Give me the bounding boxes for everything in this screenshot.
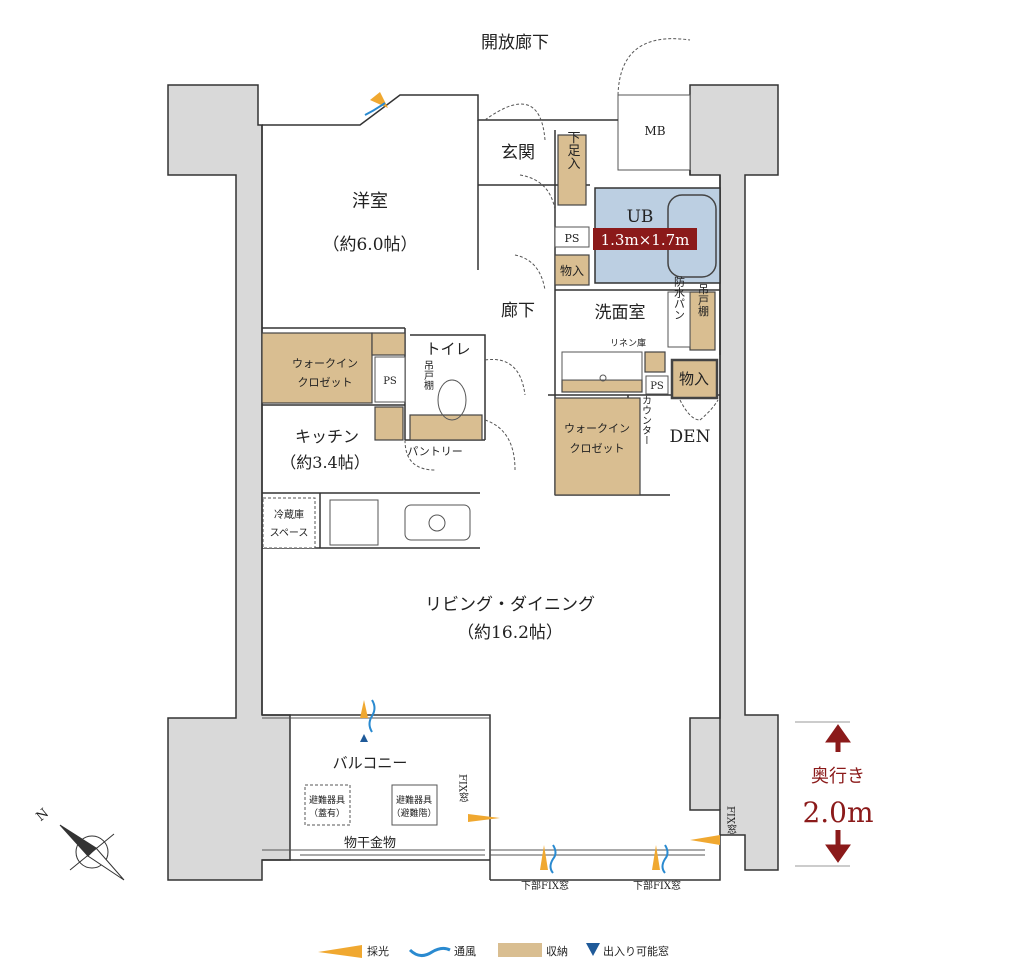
mb-label: MB	[644, 124, 665, 138]
unit-outline	[261, 94, 721, 881]
light-wedge-icon	[318, 945, 362, 958]
wic-left-label: ウォークイン	[292, 357, 358, 370]
pantry-label: パントリー	[407, 445, 463, 458]
evac-label-2: （蓋有）	[309, 807, 345, 819]
washroom-label: 洗面室	[595, 303, 646, 323]
ub-size-badge	[593, 228, 697, 250]
den-storage-label: 物入	[679, 370, 709, 388]
toilet-cabinet-label: 吊戸棚	[422, 360, 434, 391]
ps-box	[374, 356, 406, 403]
wind-wave-icon	[364, 102, 669, 874]
mb-room	[617, 94, 691, 171]
vanity-counter	[561, 379, 643, 393]
legend-label: 収納	[546, 945, 568, 958]
den-storage	[670, 358, 719, 400]
wash-wall-cabinet-label: 吊戸棚	[697, 283, 710, 317]
kitchen-size: （約3.4帖）	[280, 453, 369, 472]
sink-drain	[428, 514, 446, 532]
waterproof-pan-label: 防水パン	[673, 275, 686, 320]
storage-swatch-icon	[498, 943, 542, 957]
hall-storage	[554, 254, 590, 286]
ps-box	[645, 375, 669, 395]
left-wall	[167, 84, 291, 881]
fridge-label-2: スペース	[270, 528, 309, 539]
hallway-label: 廊下	[501, 301, 535, 321]
door-arcs	[404, 38, 719, 471]
shoe-storage	[557, 134, 587, 206]
ps-label: PS	[383, 376, 397, 387]
evac-label: 避難器具	[309, 794, 345, 806]
sink	[404, 504, 471, 541]
vanity-drain	[599, 374, 607, 382]
entrance-label: 玄関	[501, 143, 535, 163]
wind-wave-icon	[408, 946, 451, 957]
depth-value: 2.0m	[802, 796, 873, 829]
balcony-label: バルコニー	[333, 754, 408, 772]
legend: 採光 通風 収納 出入り可能窓	[318, 943, 669, 958]
western-room-size: （約6.0帖）	[322, 235, 417, 255]
ps-label: PS	[650, 381, 664, 392]
toilet-cabinet	[409, 414, 483, 441]
fridge-space	[262, 497, 316, 549]
pantry-box	[374, 406, 404, 441]
kitchen-label: キッチン	[295, 427, 359, 446]
wic-left-label-2: クロゼット	[298, 376, 353, 389]
waterproof-pan-box	[667, 291, 691, 348]
wic-right-label: ウォークイン	[564, 422, 630, 435]
counter-label: カウンター	[640, 395, 652, 445]
den-label: DEN	[670, 427, 711, 447]
depth-label: 奥行き	[811, 766, 865, 787]
fridge-label: 冷蔵庫	[274, 508, 304, 521]
legend-label: 採光	[367, 944, 389, 958]
western-room-label: 洋室	[352, 191, 388, 212]
compass-icon	[59, 824, 125, 881]
wic-right	[554, 397, 641, 496]
evac-label-2: （避難階）	[391, 807, 436, 819]
wic-left-ext	[371, 332, 406, 356]
evac-label: 避難器具	[396, 794, 432, 806]
lower-fix-window-label: 下部FIX窓	[633, 879, 681, 892]
ps-box	[554, 226, 590, 248]
open-corridor-label: 開放廊下	[481, 33, 549, 53]
wic-right-label-2: クロゼット	[570, 442, 625, 455]
ub-size-label: 1.3m×1.7m	[601, 231, 690, 249]
linen-box	[644, 351, 666, 373]
shoe-storage-label: 下足入	[565, 131, 581, 170]
living-label: リビング・ダイニング	[425, 595, 595, 615]
ps-label: PS	[565, 232, 580, 245]
toilet-bowl	[437, 379, 467, 421]
evac-hatch-1	[304, 784, 351, 826]
north-label: N	[34, 806, 52, 825]
laundry-label: 物干金物	[344, 835, 396, 851]
depth-arrow	[825, 724, 851, 863]
toilet-label: トイレ	[425, 340, 470, 358]
living-size: （約16.2帖）	[457, 623, 563, 643]
wash-wall-cabinet	[689, 291, 716, 351]
legend-label: 通風	[454, 945, 476, 958]
evac-hatch-2	[391, 784, 438, 826]
fix-window-label: FIX窓	[457, 774, 469, 802]
lower-fix-window-label: 下部FIX窓	[521, 879, 569, 892]
vanity	[561, 351, 643, 381]
ub-label: UB	[627, 207, 654, 227]
door-triangle-icon	[360, 734, 368, 742]
wic-left	[261, 332, 373, 404]
balcony-railing	[262, 717, 705, 856]
stove	[329, 499, 379, 546]
linen-label: リネン庫	[610, 337, 646, 349]
fix-window-label: FIX窓	[725, 806, 737, 834]
door-triangle-icon	[586, 943, 600, 956]
hall-storage-label: 物入	[560, 264, 584, 278]
legend-label: 出入り可能窓	[603, 944, 669, 958]
